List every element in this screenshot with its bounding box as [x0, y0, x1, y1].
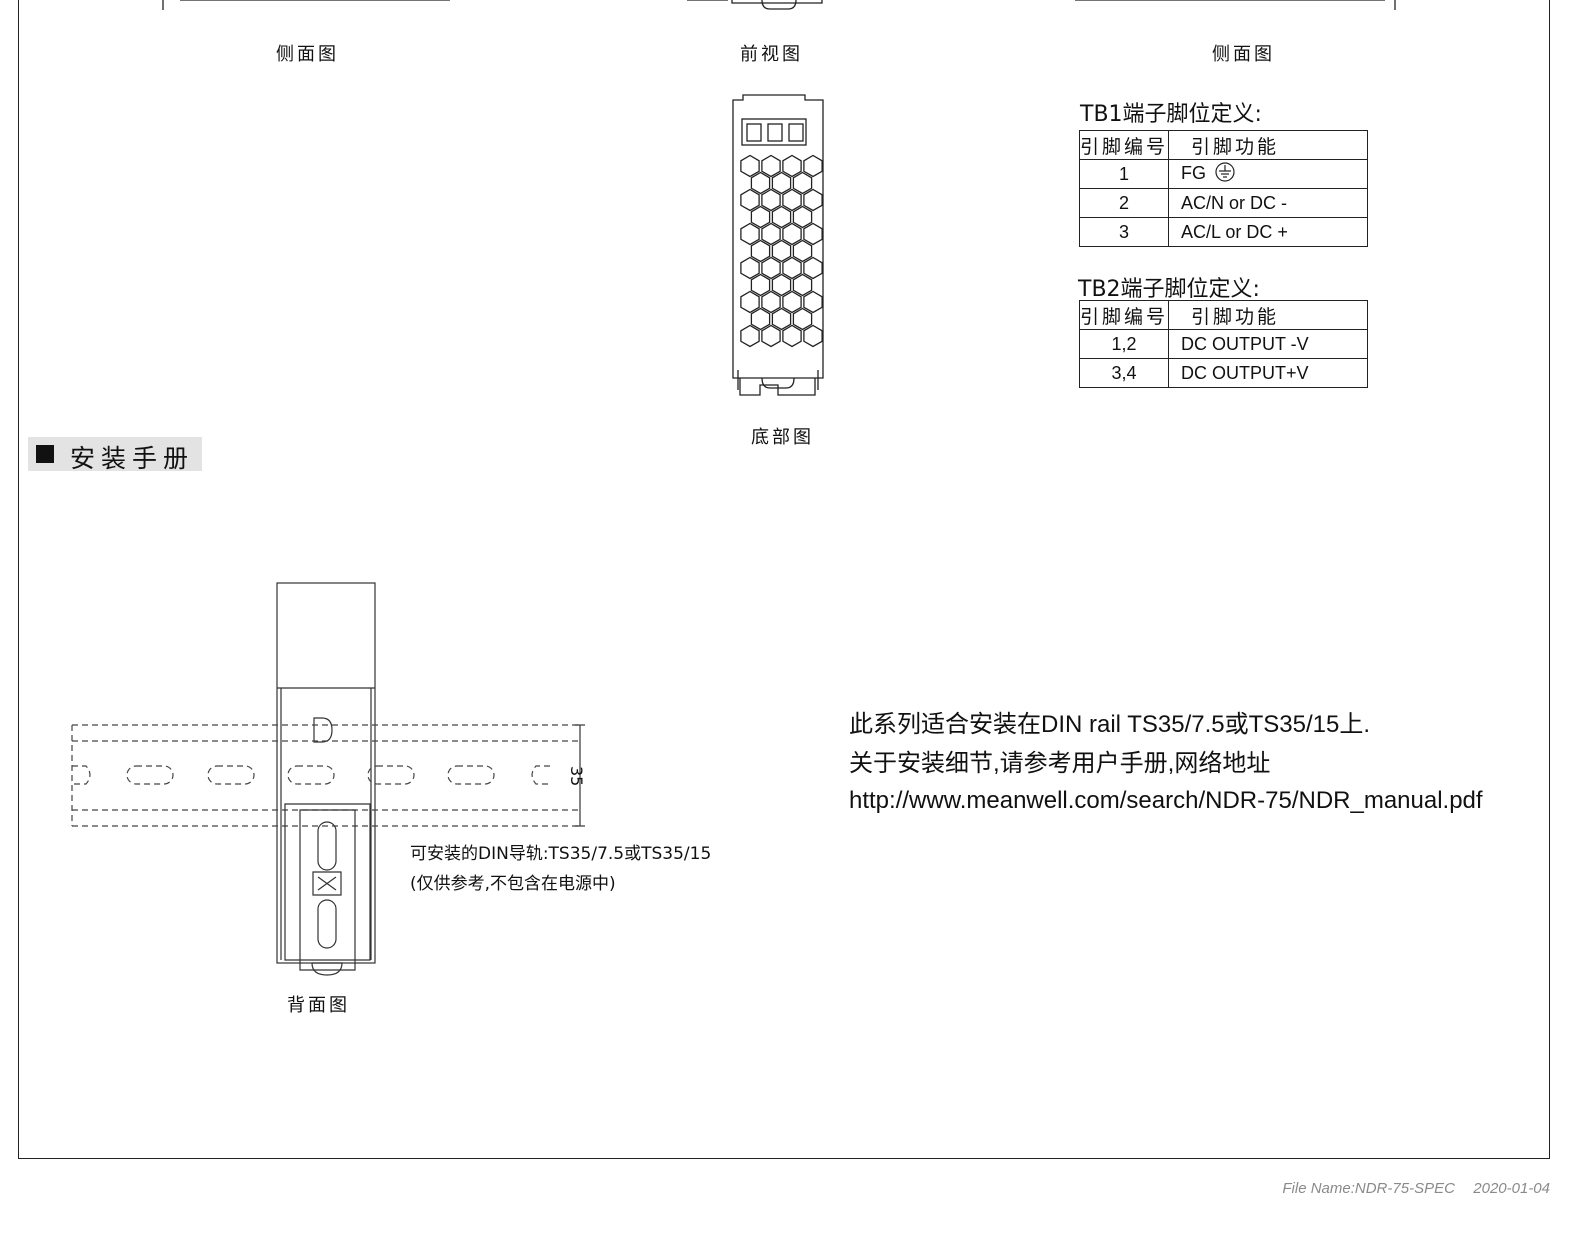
ground-symbol-icon [1215, 161, 1235, 187]
din-rail-drawing [71, 582, 585, 976]
vent-hexagon [782, 256, 802, 280]
bottom-view-drawing [732, 94, 824, 396]
vent-hexagon [803, 222, 823, 246]
vent-hexagon [792, 205, 813, 229]
vent-hexagon [771, 239, 792, 263]
vent-hexagon [740, 222, 760, 246]
rail-note-line2: (仅供参考,不包含在电源中) [410, 874, 616, 894]
tb1-row3-function: AC/L or DC + [1168, 217, 1369, 247]
tb1-row2-pin: 2 [1078, 188, 1170, 218]
install-note-line1: 此系列适合安装在DIN rail TS35/7.5或TS35/15上. [849, 711, 1371, 738]
section-bullet-icon [36, 445, 54, 463]
install-note-line2: 关于安装细节,请参考用户手册,网络地址 [849, 750, 1271, 777]
vent-hexagon [803, 290, 823, 314]
vent-hexagon [771, 205, 792, 229]
side-view-right-caption: 侧面图 [1212, 44, 1275, 65]
vent-hexagon [803, 188, 823, 212]
tb1-pin-table: 引脚编号 引脚功能 1 FG 2 AC/N or DC - 3 AC/L or … [1078, 130, 1369, 247]
rail-note-line1: 可安装的DIN导轨:TS35/7.5或TS35/15 [410, 844, 712, 864]
vent-hexagon [761, 290, 781, 314]
bottom-view-caption: 底部图 [751, 427, 814, 448]
table-row: 3,4 DC OUTPUT+V [1078, 358, 1369, 388]
vent-hexagon [761, 324, 781, 348]
tb1-row1-pin: 1 [1078, 159, 1170, 189]
tb1-title: TB1端子脚位定义: [1080, 102, 1262, 127]
tb1-header-pin: 引脚编号 [1078, 130, 1170, 160]
vent-hexagon [740, 154, 760, 178]
vent-hexagon [740, 256, 760, 280]
table-row: 1 FG [1078, 159, 1369, 189]
file-info-footer: File Name:NDR-75-SPEC 2020-01-04 [1282, 1180, 1550, 1197]
table-row: 2 AC/N or DC - [1078, 188, 1369, 218]
vent-hexagon [782, 324, 802, 348]
tb1-header-function: 引脚功能 [1168, 130, 1369, 160]
side-view-left-caption: 侧面图 [276, 44, 339, 65]
vent-hexagon [750, 171, 771, 195]
vent-hexagon [740, 188, 760, 212]
back-view-caption: 背面图 [287, 995, 350, 1016]
tb2-row2-pin: 3,4 [1078, 358, 1170, 388]
vent-hexagons [740, 154, 823, 348]
vent-hexagon [792, 171, 813, 195]
section-title: 安装手册 [70, 444, 195, 473]
tb1-row2-function: AC/N or DC - [1168, 188, 1369, 218]
tb2-row1-pin: 1,2 [1078, 329, 1170, 359]
vent-hexagon [750, 273, 771, 297]
tb2-row1-function: DC OUTPUT -V [1168, 329, 1369, 359]
vent-hexagon [803, 324, 823, 348]
tb2-title: TB2端子脚位定义: [1078, 277, 1260, 302]
tb1-row3-pin: 3 [1078, 217, 1170, 247]
vent-hexagon [740, 290, 760, 314]
vent-hexagon [750, 239, 771, 263]
page-frame [18, 0, 1550, 1159]
vent-hexagon [782, 222, 802, 246]
top-view-remnants [162, 0, 1396, 10]
vent-hexagon [803, 256, 823, 280]
footer-date: 2020-01-04 [1473, 1180, 1550, 1197]
installation-section-heading: 安装手册 [28, 437, 202, 473]
front-view-caption: 前视图 [740, 44, 803, 65]
vent-hexagon [771, 307, 792, 331]
vent-hexagon [792, 273, 813, 297]
vent-hexagon [740, 324, 760, 348]
footer-filename: File Name:NDR-75-SPEC [1282, 1180, 1455, 1197]
tb2-row2-function: DC OUTPUT+V [1168, 358, 1369, 388]
vent-hexagon [782, 290, 802, 314]
table-row: 3 AC/L or DC + [1078, 217, 1369, 247]
vent-hexagon [782, 154, 802, 178]
table-row: 1,2 DC OUTPUT -V [1078, 329, 1369, 359]
tb2-header-pin: 引脚编号 [1078, 300, 1170, 330]
tb1-row1-function: FG [1181, 162, 1207, 183]
vent-hexagon [782, 188, 802, 212]
rail-dimension-label: 35 [567, 766, 586, 787]
manual-url-link[interactable]: http://www.meanwell.com/search/NDR-75/ND… [849, 787, 1483, 814]
vent-hexagon [750, 307, 771, 331]
vent-hexagon [761, 256, 781, 280]
vent-hexagon [792, 239, 813, 263]
vent-hexagon [761, 154, 781, 178]
vent-hexagon [750, 205, 771, 229]
vent-hexagon [803, 154, 823, 178]
vent-hexagon [792, 307, 813, 331]
tb2-header-function: 引脚功能 [1168, 300, 1369, 330]
vent-hexagon [771, 273, 792, 297]
vent-hexagon [761, 188, 781, 212]
vent-hexagon [771, 171, 792, 195]
tb2-pin-table: 引脚编号 引脚功能 1,2 DC OUTPUT -V 3,4 DC OUTPUT… [1078, 300, 1369, 388]
vent-hexagon [761, 222, 781, 246]
